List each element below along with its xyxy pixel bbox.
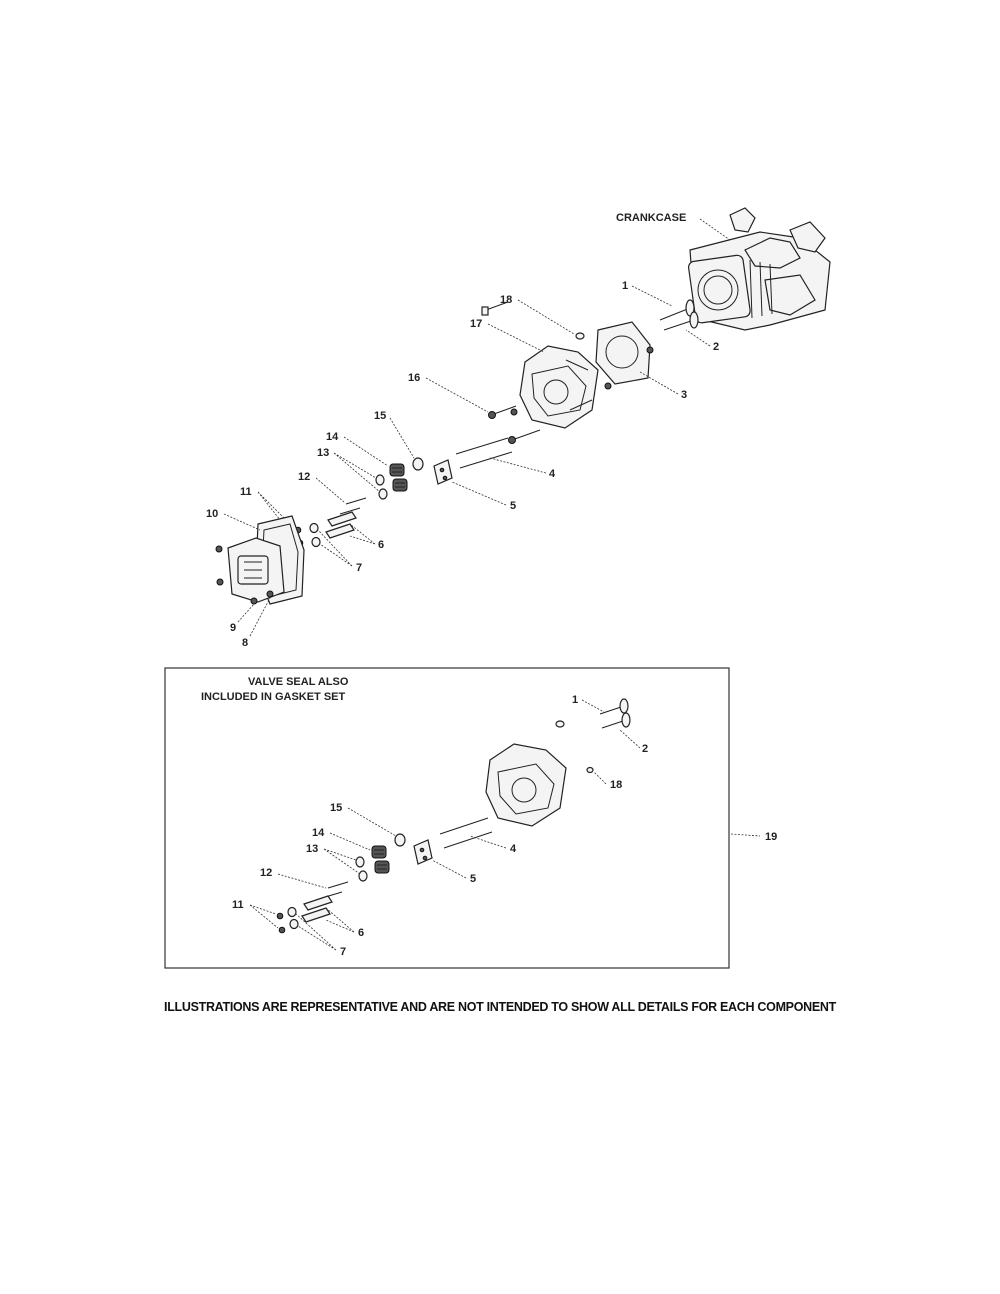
label-crankcase: CRANKCASE — [616, 212, 686, 224]
inset-label-12: 12 — [260, 867, 272, 879]
label-4: 4 — [549, 468, 556, 480]
crankcase-part[interactable] — [687, 207, 831, 331]
guide-plate-part-5[interactable] — [433, 459, 453, 485]
label-10: 10 — [206, 508, 218, 520]
valve-part-1[interactable] — [659, 299, 695, 321]
inset-note-line2: INCLUDED IN GASKET SET — [201, 691, 346, 703]
rocker-arms-part-6[interactable] — [325, 511, 357, 539]
inset-label-1: 1 — [572, 694, 578, 706]
inset-label-18: 18 — [610, 779, 622, 791]
valve-part-2[interactable] — [663, 311, 699, 331]
inset-push-rods-part-4[interactable] — [439, 817, 493, 849]
inset-valve-part-2[interactable] — [601, 712, 631, 729]
label-11: 11 — [240, 486, 252, 498]
inset-pivots-part-7[interactable] — [287, 906, 299, 930]
label-5: 5 — [510, 500, 516, 512]
label-7: 7 — [356, 562, 362, 574]
inset-label-4: 4 — [510, 843, 517, 855]
inset-label-6: 6 — [358, 927, 364, 939]
label-17: 17 — [470, 318, 482, 330]
inset-label-2: 2 — [642, 743, 648, 755]
label-14: 14 — [326, 431, 339, 443]
inset-label-5: 5 — [470, 873, 476, 885]
rocker-cover[interactable] — [227, 537, 285, 603]
label-19: 19 — [765, 831, 777, 843]
inset-rocker-arms-part-6[interactable] — [301, 895, 333, 923]
cover-screws — [215, 545, 274, 605]
retainers-part-13[interactable] — [375, 474, 388, 500]
inset-nuts-part-11[interactable] — [276, 912, 286, 934]
inset-label-11: 11 — [232, 899, 244, 911]
head-gasket-part-3[interactable] — [595, 321, 651, 385]
label-15: 15 — [374, 410, 386, 422]
inset-valve-part-1[interactable] — [599, 698, 629, 715]
dowel-pins — [604, 346, 654, 390]
valve-springs-part-14[interactable] — [389, 463, 408, 492]
studs-part-12[interactable] — [339, 497, 367, 515]
push-rods-part-4[interactable] — [455, 437, 513, 469]
pivots-part-7[interactable] — [309, 522, 321, 548]
inset-note-line1: VALVE SEAL ALSO — [248, 676, 349, 688]
seal-part-15[interactable] — [412, 457, 424, 471]
gasket-set-inset-box — [164, 667, 730, 969]
inset-label-7: 7 — [340, 946, 346, 958]
head-bolts-part-16[interactable] — [481, 301, 541, 444]
label-16: 16 — [408, 372, 420, 384]
disclaimer-text: ILLUSTRATIONS ARE REPRESENTATIVE AND ARE… — [164, 1000, 836, 1014]
label-6: 6 — [378, 539, 384, 551]
inset-guide-plate-part-5[interactable] — [413, 839, 433, 865]
label-1: 1 — [622, 280, 628, 292]
inset-label-15: 15 — [330, 802, 342, 814]
inset-studs-part-12[interactable] — [321, 881, 349, 899]
inset-dowel-part-18[interactable] — [555, 720, 594, 774]
label-9: 9 — [230, 622, 236, 634]
inset-label-13: 13 — [306, 843, 318, 855]
inset-label-14: 14 — [312, 827, 325, 839]
cylinder-head-part-17[interactable] — [519, 345, 599, 429]
label-13: 13 — [317, 447, 329, 459]
inset-springs-part-14[interactable] — [371, 845, 390, 874]
dowel-part-18[interactable] — [575, 332, 585, 340]
label-12: 12 — [298, 471, 310, 483]
label-2: 2 — [713, 341, 719, 353]
label-8: 8 — [242, 637, 248, 649]
label-18: 18 — [500, 294, 512, 306]
label-3: 3 — [681, 389, 687, 401]
inset-cylinder-head[interactable] — [485, 743, 567, 827]
inset-retainers-part-13[interactable] — [355, 856, 368, 882]
inset-seal-part-15[interactable] — [394, 833, 406, 847]
